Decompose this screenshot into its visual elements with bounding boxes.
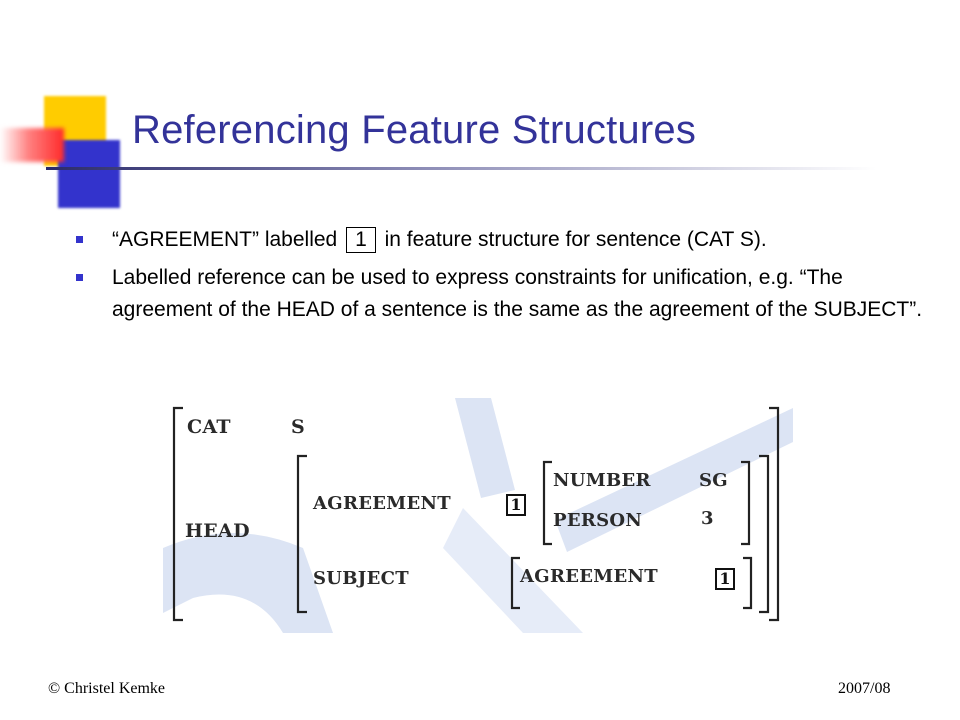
number-value: SG xyxy=(699,470,728,491)
number-label: NUMBER xyxy=(553,470,651,491)
footer-author: © Christel Kemke xyxy=(48,680,166,697)
cat-label: CAT xyxy=(187,416,231,438)
slide-title: Referencing Feature Structures xyxy=(132,108,697,152)
feature-structure-figure: CAT S HEAD AGREEMENT 1 NUMBER SG PERSON … xyxy=(163,398,794,633)
matrix-brackets xyxy=(172,406,780,622)
agreement-label: AGREEMENT xyxy=(313,493,451,514)
deco-red-streak xyxy=(0,128,64,162)
subject-agreement-tag-box: 1 xyxy=(715,568,735,590)
bullet-square-icon xyxy=(76,236,83,243)
subject-agreement-label: AGREEMENT xyxy=(520,566,658,587)
person-label: PERSON xyxy=(553,510,643,531)
bullet-text-pre: “AGREEMENT” labelled xyxy=(112,228,338,251)
bullet-item-agreement: “AGREEMENT” labelled 1 in feature struct… xyxy=(76,224,936,256)
reference-tag-box: 1 xyxy=(346,227,376,253)
subject-label: SUBJECT xyxy=(313,568,409,589)
cat-value: S xyxy=(291,416,306,438)
title-underline xyxy=(46,167,876,170)
deco-blue-square xyxy=(58,140,120,208)
bullet-text: Labelled reference can be used to expres… xyxy=(112,266,923,321)
bullet-square-icon xyxy=(76,274,83,281)
footer-date: 2007/08 xyxy=(838,680,891,697)
person-value: 3 xyxy=(701,508,714,529)
head-label: HEAD xyxy=(185,520,250,542)
bullet-item-constraint: Labelled reference can be used to expres… xyxy=(76,262,936,326)
agreement-tag-box: 1 xyxy=(506,494,526,516)
bullet-list: “AGREEMENT” labelled 1 in feature struct… xyxy=(76,224,936,332)
bullet-text-post: in feature structure for sentence (CAT S… xyxy=(384,228,767,251)
